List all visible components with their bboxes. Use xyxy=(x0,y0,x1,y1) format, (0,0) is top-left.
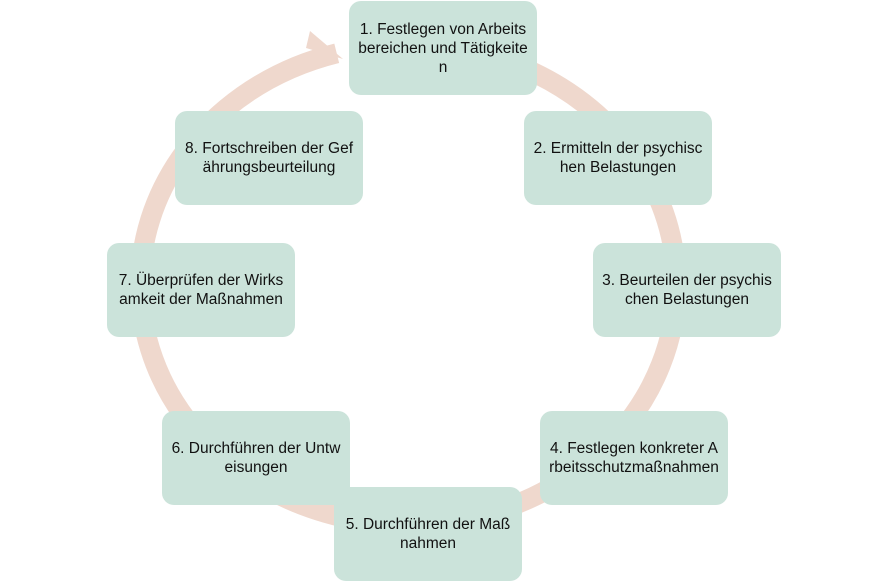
step-1-box: 1. Festlegen von Arbeitsbereichen und Tä… xyxy=(349,1,537,95)
step-3-label: 3. Beurteilen der psychischen Belastunge… xyxy=(602,272,772,308)
step-4-box: 4. Festlegen konkreter Arbeitsschutzmaßn… xyxy=(540,411,728,505)
step-4-label: 4. Festlegen konkreter Arbeitsschutzmaßn… xyxy=(549,440,719,476)
cycle-arrowhead-icon xyxy=(306,31,343,59)
step-3-box: 3. Beurteilen der psychischen Belastunge… xyxy=(593,243,781,337)
step-5-box: 5. Durchführen der Maßnahmen xyxy=(334,487,522,581)
step-2-box: 2. Ermitteln der psychischen Belastungen xyxy=(524,111,712,205)
step-8-label: 8. Fortschreiben der Gefährungsbeurteilu… xyxy=(185,140,353,176)
step-1-label: 1. Festlegen von Arbeitsbereichen und Tä… xyxy=(358,20,528,76)
step-2-label: 2. Ermitteln der psychischen Belastungen xyxy=(533,140,703,176)
step-8-box: 8. Fortschreiben der Gefährungsbeurteilu… xyxy=(175,111,363,205)
step-5-label: 5. Durchführen der Maßnahmen xyxy=(345,516,511,552)
step-6-box: 6. Durchführen der Untweisungen xyxy=(162,411,350,505)
step-7-box: 7. Überprüfen der Wirksamkeit der Maßnah… xyxy=(107,243,295,337)
step-6-label: 6. Durchführen der Untweisungen xyxy=(171,440,341,476)
step-7-label: 7. Überprüfen der Wirksamkeit der Maßnah… xyxy=(118,272,284,308)
